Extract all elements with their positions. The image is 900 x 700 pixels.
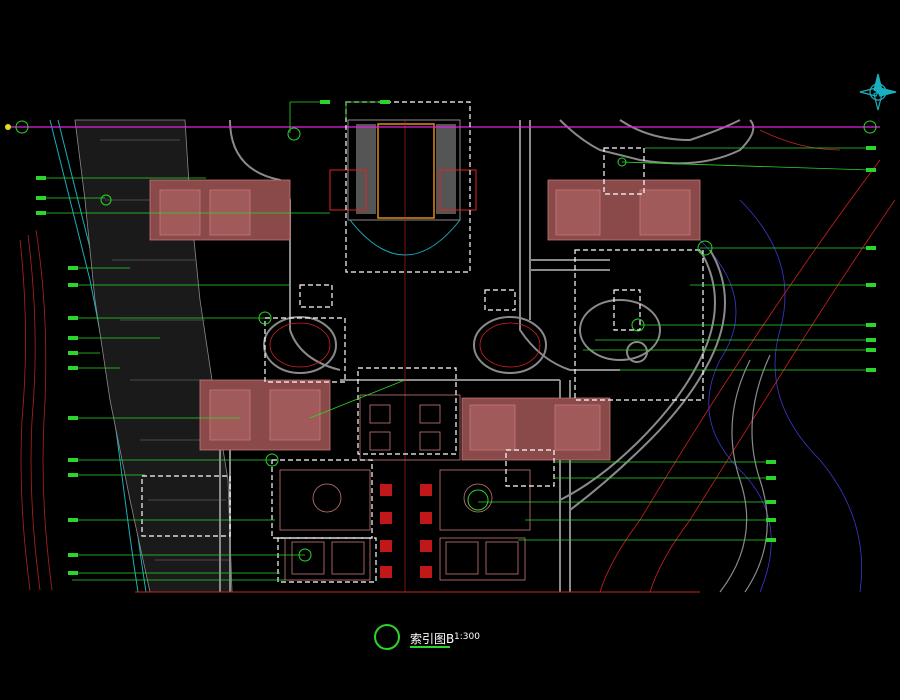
drawing-scale: 1:300 — [454, 632, 480, 642]
river-edge-lines — [19, 229, 53, 591]
right-stream — [719, 354, 771, 593]
callout-circles — [100, 127, 713, 562]
detail-boxes — [141, 101, 704, 583]
building-footprints — [149, 179, 701, 461]
title-underline — [410, 646, 450, 648]
lower-plaza — [279, 394, 531, 581]
callout-leaders — [40, 101, 871, 581]
north-arrow-icon — [859, 73, 897, 111]
section-marker-icon — [5, 124, 11, 130]
road-network — [219, 119, 755, 592]
oval-lawns — [263, 299, 661, 374]
drawing-title: 索引图B — [410, 632, 455, 646]
central-plaza — [329, 119, 477, 592]
contour-lines — [699, 199, 863, 593]
plaza-red-tiles — [380, 484, 432, 578]
drawing-number-circle — [374, 624, 400, 650]
boundary-lines — [599, 129, 896, 593]
section-marker-icon — [15, 120, 29, 134]
section-marker-icon — [863, 120, 877, 134]
callout-tags — [36, 100, 876, 575]
